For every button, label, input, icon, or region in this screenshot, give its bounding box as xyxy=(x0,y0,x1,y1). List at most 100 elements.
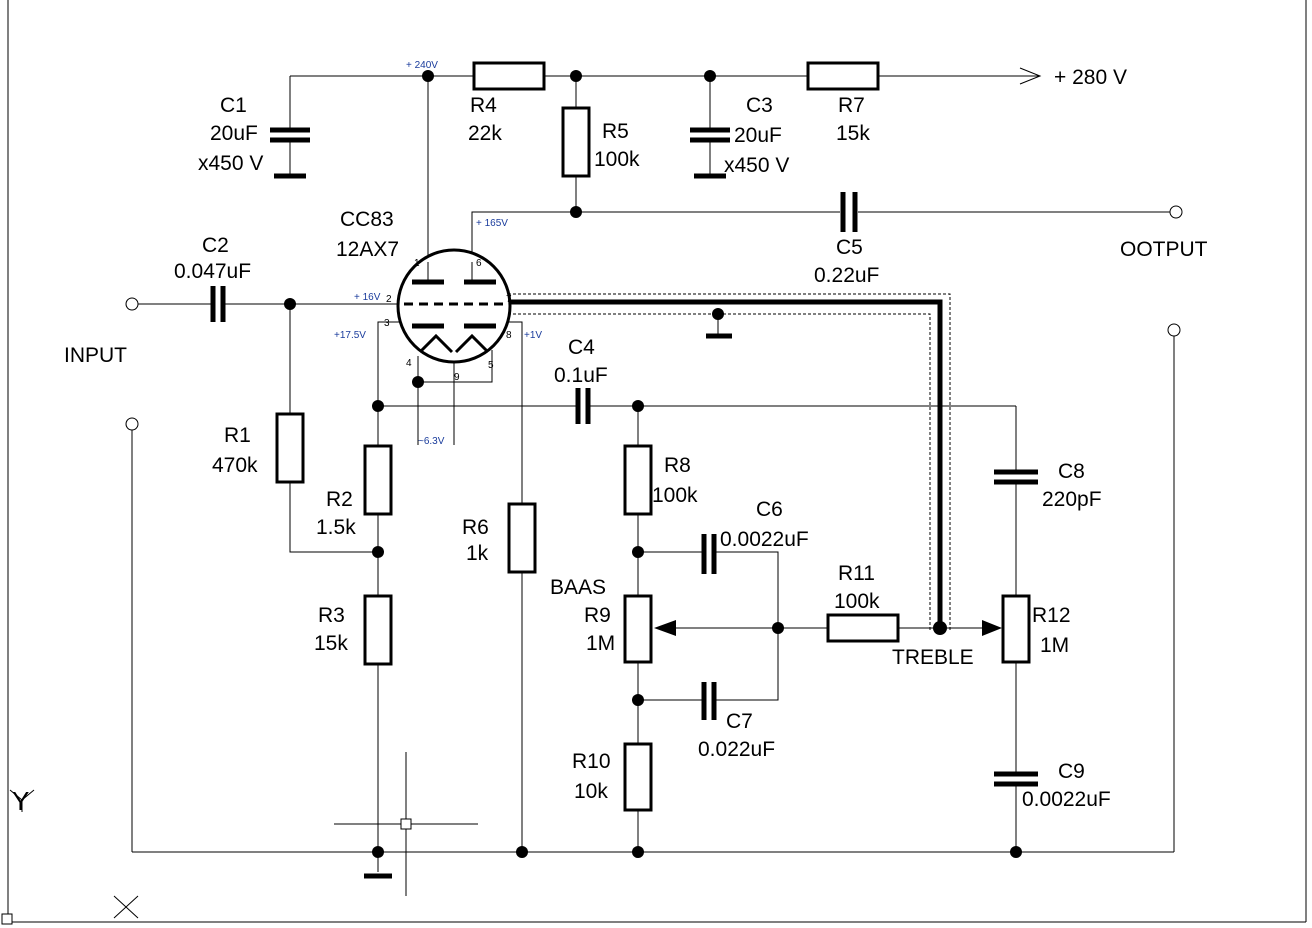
c1-value: 20uF xyxy=(210,122,258,145)
c7-capacitor xyxy=(701,682,717,720)
r5-name: R5 xyxy=(602,120,629,143)
r5-resistor xyxy=(561,106,591,178)
voltage-16: + 16V xyxy=(354,292,381,303)
r4-resistor xyxy=(472,61,546,91)
tube-type: CC83 xyxy=(340,208,394,231)
r8-name: R8 xyxy=(664,454,691,477)
r12-wiper-arrow xyxy=(982,620,1002,636)
voltage-17-5: +17.5V xyxy=(334,330,366,341)
r8-resistor xyxy=(623,444,653,516)
c1-capacitor xyxy=(270,127,310,179)
pin-8: 8 xyxy=(506,330,512,341)
r9-wiper-arrow xyxy=(654,620,676,636)
output-terminal xyxy=(1169,205,1183,219)
c1-rating: x450 V xyxy=(198,152,263,175)
c3-rating: x450 V xyxy=(724,154,789,177)
c1-name: C1 xyxy=(220,94,247,117)
r9-potentiometer xyxy=(623,594,653,664)
voltage-6-3: ~6.3V xyxy=(418,436,445,447)
c8-capacitor xyxy=(994,469,1038,485)
r7-value: 15k xyxy=(836,122,870,145)
r3-resistor xyxy=(363,594,393,666)
output-ground-terminal xyxy=(1167,323,1181,337)
c2-capacitor xyxy=(210,286,226,322)
c9-name: C9 xyxy=(1058,760,1085,783)
pin-2: 2 xyxy=(386,294,392,305)
valve-cc83 xyxy=(396,248,512,364)
r4-value: 22k xyxy=(468,122,502,145)
r9-name: R9 xyxy=(584,604,611,627)
r6-name: R6 xyxy=(462,516,489,539)
r6-resistor xyxy=(507,502,537,574)
r2-resistor xyxy=(363,444,393,516)
r11-value: 100k xyxy=(834,590,880,613)
c8-value: 220pF xyxy=(1042,488,1102,511)
r4-name: R4 xyxy=(470,94,497,117)
r2-name: R2 xyxy=(326,488,353,511)
r7-name: R7 xyxy=(838,94,865,117)
c6-value: 0.0022uF xyxy=(720,528,809,551)
r10-name: R10 xyxy=(572,750,611,773)
pin-5: 5 xyxy=(488,360,494,371)
c4-name: C4 xyxy=(568,336,595,359)
r6-value: 1k xyxy=(466,542,489,565)
pin-3: 3 xyxy=(384,318,390,329)
r12-name: R12 xyxy=(1032,604,1071,627)
tube-alt: 12AX7 xyxy=(336,238,399,261)
c9-capacitor xyxy=(994,771,1038,787)
c3-value: 20uF xyxy=(734,124,782,147)
r3-name: R3 xyxy=(318,604,345,627)
r7-resistor xyxy=(806,61,880,91)
c4-capacitor xyxy=(575,388,591,424)
r9-function: BAAS xyxy=(550,576,606,599)
voltage-1: +1V xyxy=(524,330,542,341)
r12-potentiometer xyxy=(1001,594,1031,664)
r1-name: R1 xyxy=(224,424,251,447)
input-ground-terminal xyxy=(125,417,139,431)
r11-name: R11 xyxy=(838,562,875,585)
c2-value: 0.047uF xyxy=(174,260,251,283)
r8-value: 100k xyxy=(652,484,698,507)
c9-value: 0.0022uF xyxy=(1022,788,1111,811)
input-terminal xyxy=(125,297,139,311)
pin-1: 1 xyxy=(414,258,420,269)
c6-name: C6 xyxy=(756,498,783,521)
pin-9: 9 xyxy=(454,372,460,383)
r10-resistor xyxy=(623,742,653,812)
input-label: INPUT xyxy=(64,344,127,367)
c7-name: C7 xyxy=(726,710,753,733)
c3-capacitor xyxy=(690,127,730,179)
c3-name: C3 xyxy=(746,94,773,117)
junction-dots xyxy=(284,70,1022,858)
r9-value: 1M xyxy=(586,632,615,655)
c5-capacitor xyxy=(840,192,858,232)
voltage-240: + 240V xyxy=(406,60,438,71)
r3-value: 15k xyxy=(314,632,348,655)
c5-name: C5 xyxy=(836,236,863,259)
wiring xyxy=(131,67,1175,872)
pin-7: 7 xyxy=(506,294,512,305)
r10-value: 10k xyxy=(574,780,608,803)
voltage-165: + 165V xyxy=(476,218,508,229)
pin-4: 4 xyxy=(406,358,412,369)
r5-value: 100k xyxy=(594,148,640,171)
r2-value: 1.5k xyxy=(316,516,356,539)
ucs-axis-icon xyxy=(9,789,139,919)
r12-value: 1M xyxy=(1040,634,1069,657)
r1-resistor xyxy=(275,412,305,484)
y-axis-label: Y xyxy=(12,786,29,816)
output-label: OOTPUT xyxy=(1120,238,1208,261)
c6-capacitor xyxy=(701,534,717,574)
r11-resistor xyxy=(826,613,900,643)
c4-value: 0.1uF xyxy=(554,364,608,387)
cad-crosshair-icon xyxy=(334,752,478,896)
c5-value: 0.22uF xyxy=(814,264,879,287)
treble-label: TREBLE xyxy=(892,646,974,669)
c7-value: 0.022uF xyxy=(698,738,775,761)
pin-6: 6 xyxy=(476,258,482,269)
c8-name: C8 xyxy=(1058,460,1085,483)
r1-value: 470k xyxy=(212,454,258,477)
supply-label: + 280 V xyxy=(1054,66,1127,89)
